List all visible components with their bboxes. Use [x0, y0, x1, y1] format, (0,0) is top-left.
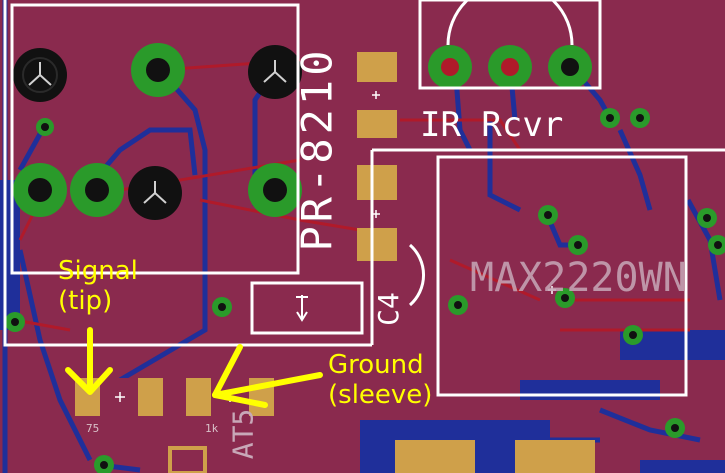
resistor-value-1k: 1k: [205, 422, 219, 435]
silkscreen-outlines: [3, 0, 725, 402]
ir-receiver-label: IR Rcvr: [420, 105, 564, 145]
annotation-arrows: [65, 327, 323, 408]
signal-annotation-line1: Signal: [58, 256, 138, 286]
resistor-value-75: 75: [86, 422, 100, 435]
signal-annotation: Signal (tip): [58, 256, 138, 316]
ground-annotation: Ground (sleeve): [328, 350, 432, 410]
capacitor-label: C4: [371, 292, 405, 326]
ir-receiver-pads: [428, 45, 592, 89]
side-chip-label: AT5: [226, 408, 260, 460]
ground-annotation-line2: (sleeve): [328, 380, 433, 410]
smd-pads: [75, 52, 595, 473]
vias: [5, 108, 725, 473]
audio-jack-footprint: [13, 43, 302, 220]
chip-label: MAX2220WN: [470, 255, 687, 301]
header-part-label: PR-8210: [292, 46, 342, 252]
signal-annotation-line2: (tip): [58, 286, 113, 316]
ground-annotation-line1: Ground: [328, 350, 424, 380]
